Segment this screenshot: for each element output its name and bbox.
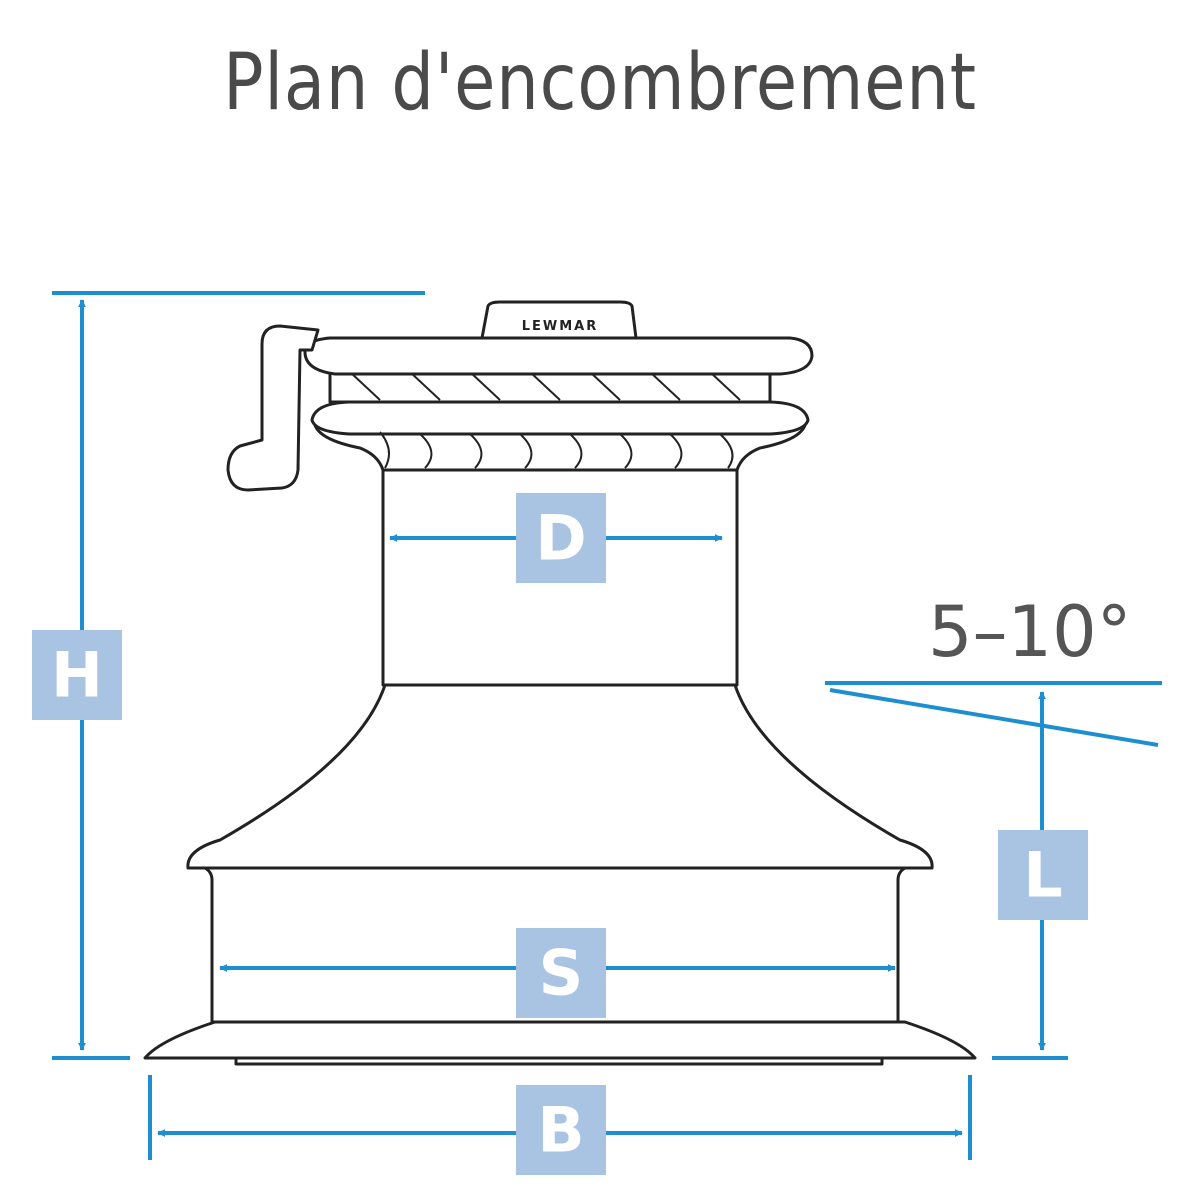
winch-outline: LEWMAR (143, 300, 977, 1066)
l-label: L (1023, 839, 1063, 912)
s-label-box (516, 928, 606, 1018)
drum-skirt (186, 683, 934, 870)
tailer-ribs (379, 431, 734, 469)
stripper-arm (226, 324, 320, 492)
page-title: Plan d'encombrement (223, 38, 977, 128)
s-label: S (539, 937, 584, 1010)
stripper-ring (310, 400, 810, 436)
l-label-box (998, 830, 1088, 920)
angle-label: 5–10° (928, 591, 1132, 673)
b-label: B (537, 1094, 584, 1167)
dimension-l: L 5–10° (825, 591, 1162, 1060)
dimension-h: H (32, 291, 425, 1060)
dimension-d: D (389, 493, 723, 583)
top-cap (303, 336, 814, 376)
dimension-b: B (148, 1075, 972, 1175)
dimension-s: S (219, 928, 896, 1018)
d-label: D (535, 502, 586, 575)
d-label-box (516, 493, 606, 583)
tailer-flare (313, 423, 807, 472)
top-boss (480, 300, 638, 340)
jaw-ribs (349, 371, 741, 401)
h-label-box (32, 630, 122, 720)
b-label-box (516, 1085, 606, 1175)
base-flange (143, 1020, 977, 1060)
angle-line (829, 688, 1159, 747)
h-label: H (51, 639, 103, 712)
brand-logo: LEWMAR (522, 319, 599, 334)
